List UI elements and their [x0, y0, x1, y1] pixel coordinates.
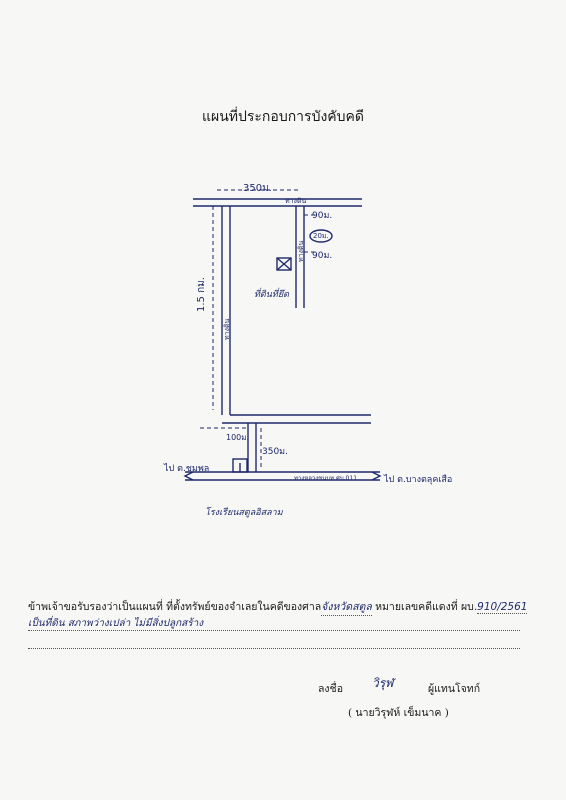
property-label: ที่ดินที่ยึด — [254, 290, 289, 300]
note-line: เป็นที่ดิน สภาพว่างเปล่า ไม่มีสิ่งปลูกสร… — [28, 616, 520, 631]
signer-role: ผู้แทนโจทก์ — [428, 683, 481, 695]
page-title: แผนที่ประกอบการบังคับคดี — [201, 109, 364, 125]
circle-label: 20ม. — [313, 232, 329, 240]
blank-line — [28, 636, 520, 649]
school-label: โรงเรียนสตูลอิสลาม — [205, 508, 283, 518]
case-label: หมายเลขคดีแดงที่ ผบ. — [375, 601, 478, 613]
arrow-left-icon — [183, 471, 194, 481]
property-marker-icon — [276, 257, 292, 271]
highway-label: ทางหลวงชนบท ศบ.011 — [294, 475, 358, 482]
top-distance-label: 350ม. — [243, 183, 272, 194]
court-name: จังหวัดสตูล — [321, 601, 372, 613]
left-road-label: ทางดิน — [223, 318, 231, 340]
certification-text: ข้าพเจ้าขอรับรองว่าเป็นแผนที่ ที่ตั้งทรั… — [28, 601, 322, 613]
property-note: เป็นที่ดิน สภาพว่างเปล่า ไม่มีสิ่งปลูกสร… — [28, 618, 204, 629]
case-number: 910/2561 — [477, 601, 528, 613]
right-distance-2: 90ม. — [312, 251, 333, 261]
right-distance-1: 90ม. — [312, 211, 333, 221]
certification-line: ข้าพเจ้าขอรับรองว่าเป็นแผนที่ ที่ตั้งทรั… — [28, 598, 528, 616]
bottom-right-distance: 350ม. — [262, 447, 288, 457]
direction-left-label: ไป ต.ชุมพล — [164, 464, 210, 474]
direction-right-label: ไป ต.บางตลุคเสือ — [384, 475, 453, 485]
left-distance-label: 1.5 กม. — [196, 277, 207, 312]
arrow-right-icon — [371, 471, 382, 481]
signer-name: ( นายวิรุฬห์ เข็มนาค ) — [348, 707, 449, 719]
signature: วิรุฬ — [372, 676, 394, 690]
circle-marker-icon — [309, 229, 333, 243]
sign-label: ลงชื่อ — [318, 683, 343, 695]
top-road-label: ทางดิน — [285, 197, 307, 205]
bottom-left-distance: 100ม. — [226, 433, 250, 442]
property-map — [183, 189, 382, 481]
right-road-label: ทางดิน — [297, 240, 305, 262]
